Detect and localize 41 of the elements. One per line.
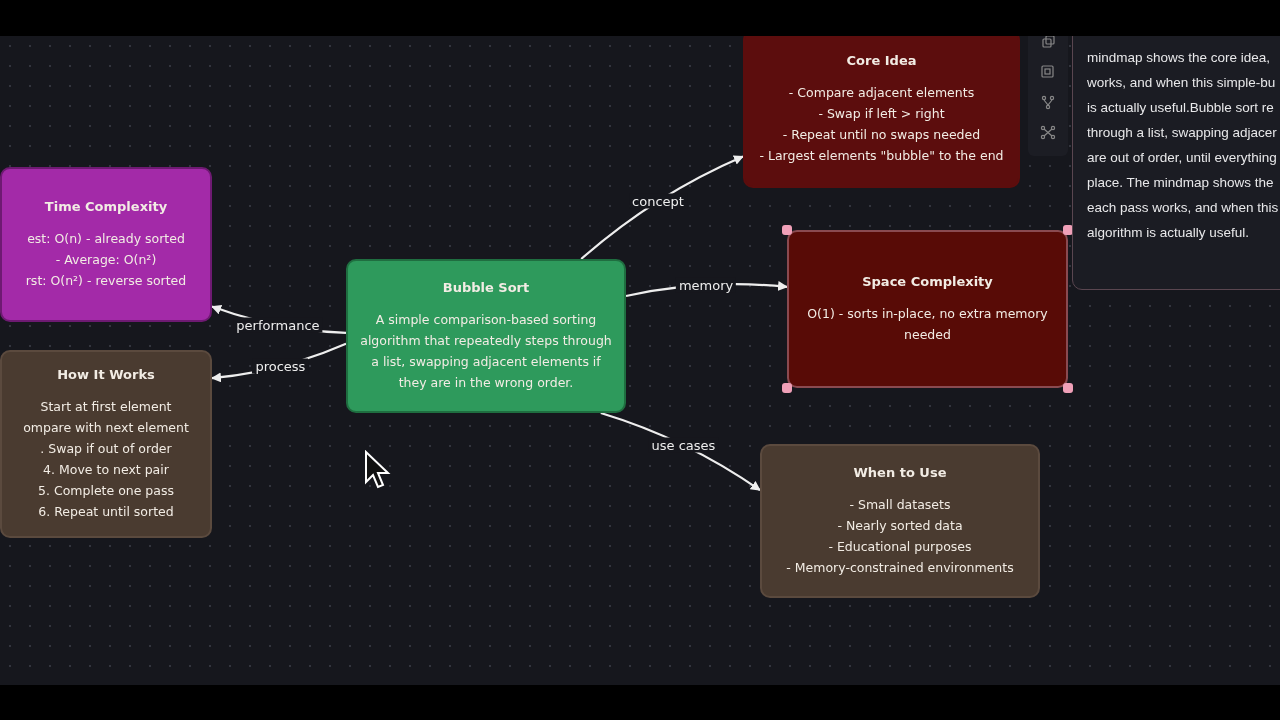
- panel-text: algorithm is actually useful.: [1087, 224, 1251, 242]
- card-text: ompare with next element: [23, 418, 189, 437]
- panel-text: are out of order, until everything: [1087, 149, 1278, 167]
- card-text: - Compare adjacent elements: [788, 83, 975, 102]
- panel-text: place. The mindmap shows the: [1087, 174, 1275, 192]
- card-text: - Repeat until no swaps needed: [782, 125, 981, 144]
- panel-text: is actually useful.Bubble sort re: [1087, 99, 1275, 117]
- card-text: est: O(n) - already sorted: [27, 229, 185, 248]
- card-text: - Small datasets: [849, 495, 951, 514]
- card-text: 6. Repeat until sorted: [38, 502, 174, 521]
- card-text: A simple comparison-based sorting algorithm that repeatedly steps through a list, swapping adjacent elements if they are in the wrong order.: [359, 310, 613, 392]
- card-text: Start at first element: [40, 397, 172, 416]
- edge-label: process: [252, 358, 309, 374]
- card-text: - Nearly sorted data: [837, 516, 963, 535]
- card-text: - Swap if left > right: [818, 104, 945, 123]
- card-text: O(1) - sorts in-place, no extra memory needed: [806, 304, 1049, 344]
- card-title: Bubble Sort: [442, 279, 530, 295]
- card-text: . Swap if out of order: [40, 439, 172, 458]
- panel-text: through a list, swapping adjacer: [1087, 124, 1278, 142]
- card-text: 4. Move to next pair: [43, 460, 169, 479]
- edge-label: concept: [629, 193, 687, 209]
- card-text: - Educational purposes: [828, 537, 972, 556]
- topic-card: [760, 444, 1040, 598]
- topic-card: [346, 259, 626, 413]
- card-title: How It Works: [57, 366, 155, 382]
- card-text: 5. Complete one pass: [38, 481, 174, 500]
- card-title: When to Use: [853, 464, 947, 480]
- card-title: Time Complexity: [44, 198, 168, 214]
- panel-text: mindmap shows the core idea,: [1087, 49, 1272, 67]
- card-text: rst: O(n²) - reverse sorted: [25, 271, 187, 290]
- card-title: Core Idea: [846, 52, 917, 68]
- panel-text: each pass works, and when this: [1087, 199, 1280, 217]
- card-title: Space Complexity: [862, 273, 993, 289]
- topic-card: [787, 230, 1068, 388]
- card-text: - Largest elements "bubble" to the end: [759, 146, 1004, 165]
- card-text: - Average: O(n²): [55, 250, 157, 269]
- panel-text: works, and when this simple-bu: [1087, 74, 1277, 92]
- topic-card: [743, 36, 1020, 188]
- topic-card: [0, 167, 212, 322]
- card-text: - Memory-constrained environments: [786, 558, 1014, 577]
- topic-card: [0, 350, 212, 538]
